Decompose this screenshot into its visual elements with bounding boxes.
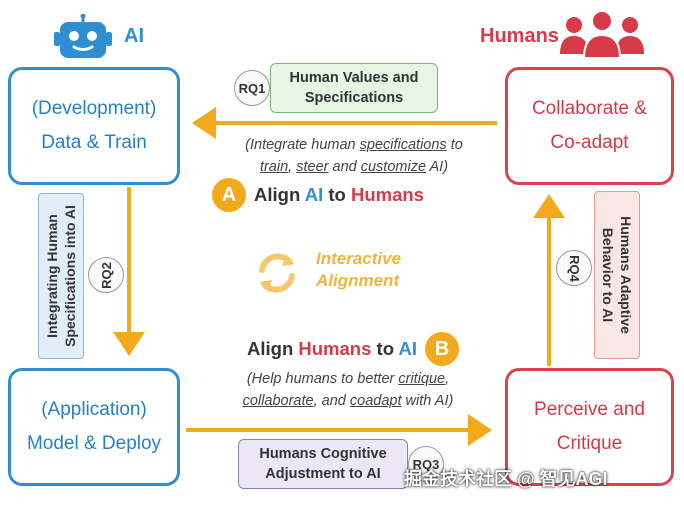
watermark-text: 掘金技术社区 @ 智见AGI (404, 469, 608, 489)
box-line: Critique (556, 433, 623, 454)
box-line: (Application) (41, 399, 147, 420)
tag-line: Behavior to AI (600, 227, 617, 323)
badge-b: B (424, 332, 459, 366)
align-ai-note: (Integrate human specifications to train… (245, 137, 463, 175)
align-ai-to-humans-heading: A Align AI to Humans (212, 178, 424, 212)
align-humans-to-ai-heading: Align Humans to AI B (247, 332, 459, 366)
rq4-badge: RQ4 (556, 250, 592, 286)
tag-line: Humans Adaptive (618, 216, 635, 334)
box-line: Model & Deploy (26, 433, 162, 454)
cycle-arrows-icon (259, 253, 295, 293)
rq3-cognitive-adjustment-tag: Humans Cognitive Adjustment to AI (238, 439, 408, 489)
align-humans-note: (Help humans to better critique, collabo… (242, 371, 454, 409)
rq3-badge: RQ3 (408, 446, 444, 482)
rq4-adaptive-behavior-tag: Humans Adaptive Behavior to AI (594, 191, 640, 359)
tag-line: Human Values and (289, 70, 419, 86)
rq1-badge: RQ1 (234, 70, 270, 106)
tag-line: Integrating Human (44, 214, 60, 338)
box-line: Perceive and (534, 399, 645, 420)
application-model-deploy-box: (Application) Model & Deploy (8, 368, 180, 486)
box-line: (Development) (31, 98, 157, 119)
collaborate-coadapt-box: Collaborate & Co-adapt (505, 67, 674, 185)
people-group-icon (560, 10, 644, 59)
box-line: Collaborate & (531, 98, 648, 119)
box-line: Data & Train (41, 132, 147, 153)
tag-line: Humans Cognitive (259, 446, 387, 462)
robot-icon (54, 14, 112, 58)
box-line: Co-adapt (550, 132, 629, 153)
development-data-train-box: (Development) Data & Train (8, 67, 180, 185)
humans-header-label: Humans (480, 25, 559, 47)
badge-a: A (212, 178, 246, 212)
ai-header-label: AI (124, 25, 144, 47)
tag-line: Adjustment to AI (265, 466, 381, 482)
perceive-critique-box: Perceive and Critique (505, 368, 674, 486)
interactive-alignment-label: Interactive Alignment (316, 249, 402, 290)
tag-line: Specifications into AI (62, 205, 78, 347)
tag-line: Specifications (304, 90, 404, 106)
rq1-human-values-tag: Human Values and Specifications (270, 63, 438, 113)
rq2-badge: RQ2 (88, 257, 124, 293)
rq2-integrating-specifications-tag: Integrating Human Specifications into AI (38, 193, 84, 359)
